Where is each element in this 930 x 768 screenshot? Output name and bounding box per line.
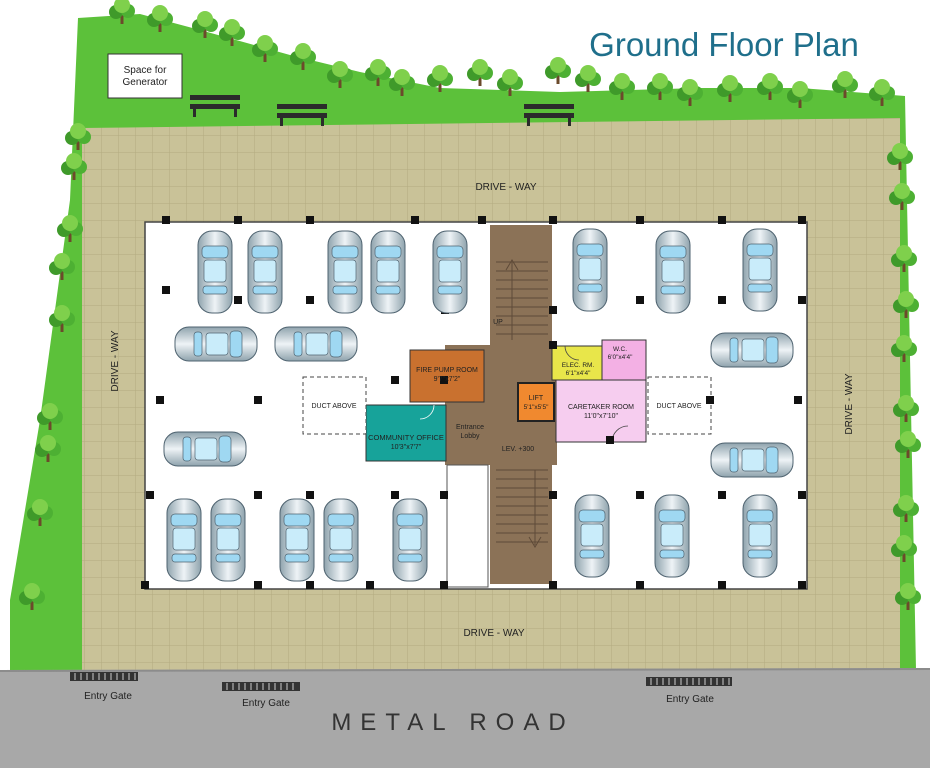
community-office-size: 10'3"x7'7" xyxy=(391,444,422,451)
entry-gate-right xyxy=(646,677,732,686)
road-label: METAL ROAD xyxy=(331,709,574,736)
driveway-label-top: DRIVE - WAY xyxy=(475,182,536,193)
corridor-gap xyxy=(446,464,489,588)
elec-room-size: 6'1"x4'4" xyxy=(566,370,591,377)
entry-gate-left xyxy=(70,672,138,681)
fire-pump-room-size: 9'7"x7'2" xyxy=(434,376,461,383)
wc-size: 6'0"x4'4" xyxy=(608,354,633,361)
lobby-label-line1: Entrance xyxy=(456,424,484,431)
duct-right-label: DUCT ABOVE xyxy=(657,403,702,410)
generator-space xyxy=(107,53,183,99)
generator-label-line1: Space for xyxy=(124,65,167,76)
entry-gate-middle-label: Entry Gate xyxy=(242,698,290,709)
page-title: Ground Floor Plan xyxy=(589,26,859,63)
caretaker-room-size: 11'0"x7'10" xyxy=(584,413,618,420)
community-office-name: COMMUNITY OFFICE xyxy=(368,433,444,442)
caretaker-room xyxy=(555,379,647,443)
entry-gate-right-label: Entry Gate xyxy=(666,694,714,705)
wc-name: W.C. xyxy=(613,346,627,353)
lift-name: LIFT xyxy=(529,395,544,402)
entry-gate-left-label: Entry Gate xyxy=(84,691,132,702)
lift xyxy=(517,382,555,422)
metal-road xyxy=(0,668,930,768)
stair-up-label: UP xyxy=(493,319,503,326)
fire-pump-room-name: FIRE PUMP ROOM xyxy=(416,367,478,374)
stair-bottom xyxy=(490,462,552,584)
duct-right xyxy=(647,376,712,435)
driveway-label-bottom: DRIVE - WAY xyxy=(463,628,524,639)
lift-size: 5'1"x5'5" xyxy=(524,404,549,411)
level-label: LEV. +300 xyxy=(502,446,534,453)
caretaker-room-name: CARETAKER ROOM xyxy=(568,404,634,411)
stair-top xyxy=(490,225,552,347)
driveway-label-right: DRIVE - WAY xyxy=(844,373,855,434)
driveway-label-left: DRIVE - WAY xyxy=(110,330,121,391)
wc-room xyxy=(601,339,647,381)
duct-left xyxy=(302,376,367,435)
duct-left-label: DUCT ABOVE xyxy=(312,403,357,410)
elec-room-name: ELEC. RM. xyxy=(562,362,595,369)
lobby-label-line2: Lobby xyxy=(460,433,480,440)
entry-gate-middle xyxy=(222,682,300,691)
generator-label-line2: Generator xyxy=(122,77,168,88)
